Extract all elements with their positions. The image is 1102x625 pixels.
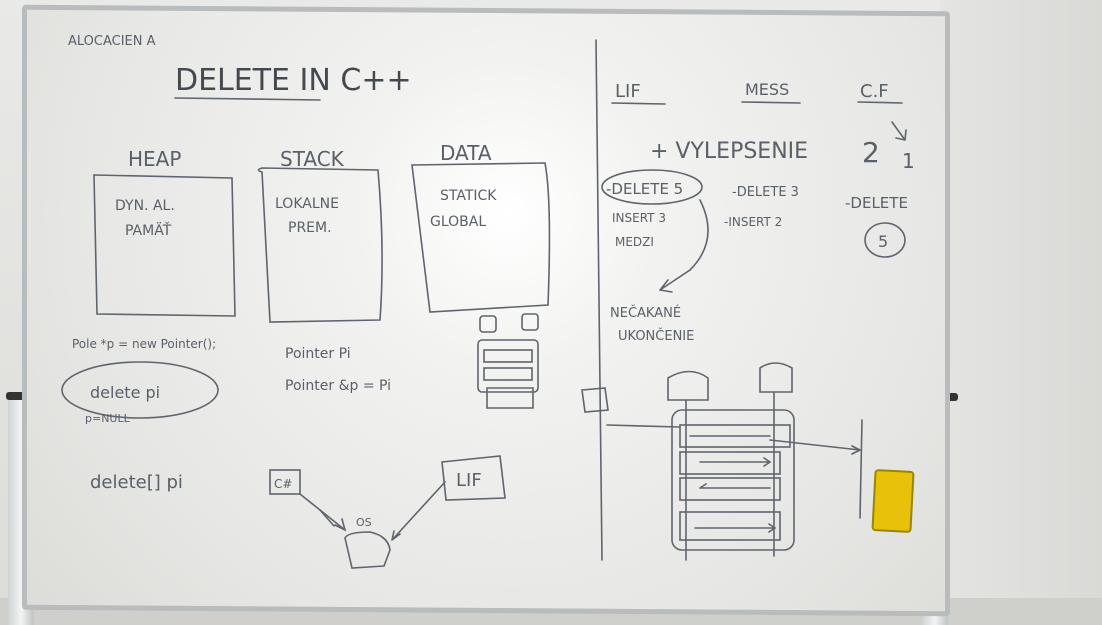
divider-line — [595, 39, 603, 561]
header-cf: C.F — [860, 81, 889, 102]
whiteboard-eraser — [871, 468, 915, 534]
stand-bracket-left — [6, 392, 36, 400]
lif-box — [441, 455, 506, 501]
wall-background — [940, 0, 1102, 625]
heap-content-line-2: PAMÄŤ — [125, 221, 172, 239]
stack-heading: STACK — [280, 147, 345, 171]
stack-box — [257, 167, 383, 323]
memory-diagram — [671, 409, 795, 551]
os-shape — [344, 531, 391, 569]
col1-item-3: MEDZI — [615, 235, 654, 249]
board-title: DELETE IN C++ — [175, 63, 412, 98]
data-content-line-1: STATICK — [440, 188, 497, 204]
delete-ellipse — [61, 361, 219, 419]
data-content-line-2: GLOBAL — [430, 214, 486, 230]
heap-content-line-1: DYN. AL. — [115, 198, 175, 214]
heap-heading: HEAP — [128, 147, 181, 171]
heap-box — [93, 174, 236, 317]
data-box — [411, 162, 551, 313]
code-line-pointer: Pointer Pi — [285, 346, 351, 362]
header-scribble: ALOCACIEN A — [68, 34, 156, 49]
five-circle — [864, 222, 906, 258]
code-line-delete-array: delete[] pi — [90, 472, 183, 493]
code-line-reference: Pointer &p = Pi — [285, 378, 391, 394]
os-label: OS — [356, 516, 372, 529]
code-line-delete: delete pi — [90, 383, 160, 402]
stack-content-line-1: LOKALNE — [275, 196, 339, 212]
code-line-new: Pole *p = new Pointer(); — [72, 337, 216, 351]
improvement-value: 2 — [862, 136, 880, 169]
note-line-2: UKONČENIE — [618, 328, 694, 344]
header-mess: MESS — [745, 80, 789, 99]
stack-content-line-2: PREM. — [288, 220, 332, 236]
note-line-1: NEČAKANÉ — [610, 305, 681, 321]
header-lif: LIF — [615, 81, 641, 102]
col2-item-2: -INSERT 2 — [724, 215, 782, 229]
delete5-ellipse — [601, 169, 703, 205]
improvement-label: + VYLEPSENIE — [650, 139, 808, 164]
data-heading: DATA — [440, 141, 492, 165]
csharp-box — [269, 469, 301, 495]
col3-item-2: 5 — [878, 232, 888, 251]
improvement-arrow-value: 1 — [902, 149, 915, 173]
csharp-label: C# — [274, 477, 292, 491]
col1-item-1: -DELETE 5 — [606, 180, 683, 198]
col1-item-2: INSERT 3 — [612, 211, 666, 225]
col2-item-1: -DELETE 3 — [732, 185, 799, 200]
code-line-null: p=NULL — [85, 412, 131, 425]
col3-item-1: -DELETE — [845, 194, 908, 212]
lif-label: LIF — [456, 470, 482, 491]
